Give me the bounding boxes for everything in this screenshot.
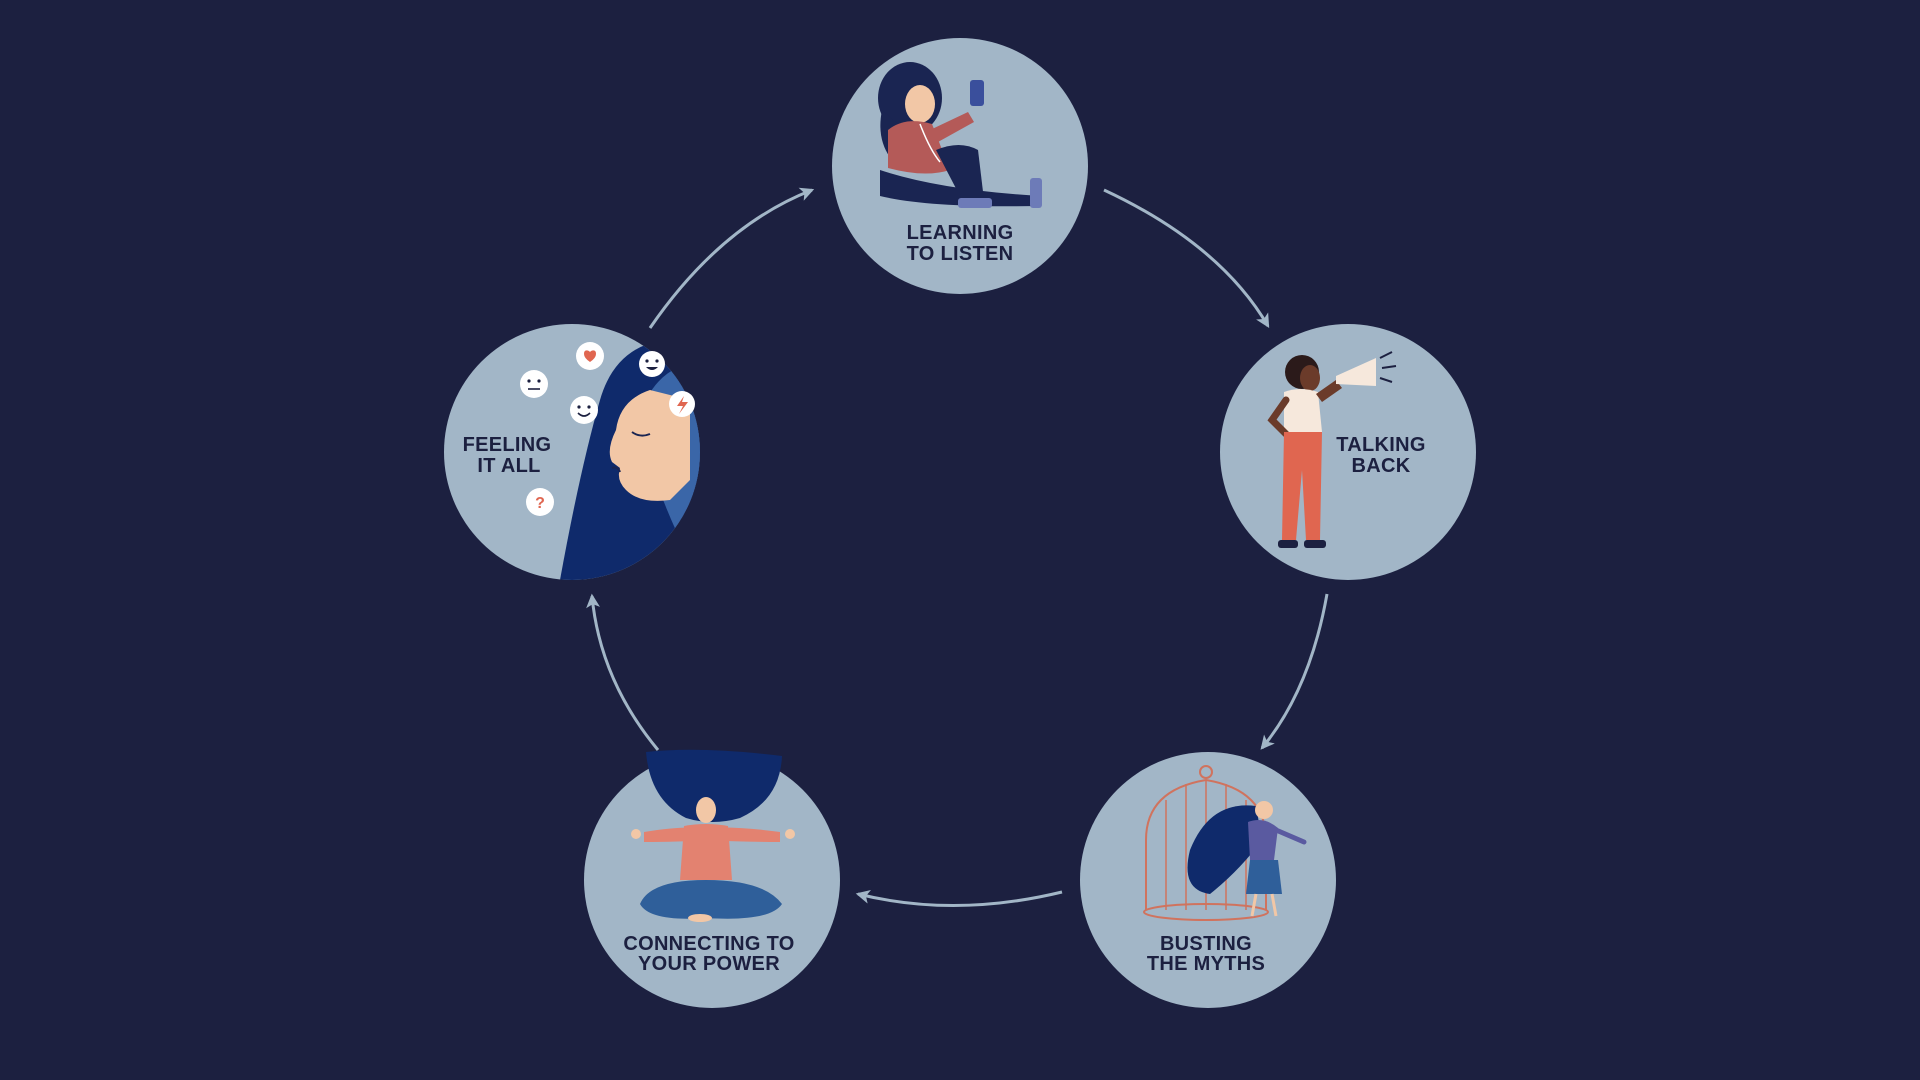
emotion-bubbles: ? <box>520 342 695 516</box>
node-label-line2: TO LISTEN <box>907 243 1014 265</box>
woman-meditating-icon <box>631 749 795 922</box>
node-connecting-to-your-power: CONNECTING TO YOUR POWER <box>584 749 840 1008</box>
woman-leaving-cage-icon <box>1143 765 1307 921</box>
node-label-line1: BUSTING <box>1160 933 1252 955</box>
node-label-line2: IT ALL <box>477 455 540 477</box>
smile-face-bubble-icon <box>570 396 598 424</box>
arrow-learning-to-talking <box>1103 188 1270 329</box>
node-feeling-it-all: ? FEELING IT ALL <box>444 324 700 580</box>
node-label-line1: LEARNING <box>907 222 1014 244</box>
neutral-face-bubble-icon <box>520 370 548 398</box>
grin-face-bubble-icon <box>639 351 665 377</box>
question-bubble-icon: ? <box>526 488 554 516</box>
arrow-busting-to-connecting <box>855 890 1063 908</box>
node-talking-back: TALKING BACK <box>1220 324 1476 580</box>
node-label-line1: TALKING <box>1336 434 1426 456</box>
cycle-arrows <box>586 187 1329 908</box>
arrow-feeling-to-learning <box>648 187 815 329</box>
woman-megaphone-icon <box>1267 351 1397 548</box>
arrow-connecting-to-feeling <box>586 593 660 751</box>
arrow-talking-to-busting <box>1260 593 1329 750</box>
lightning-bubble-icon <box>669 391 695 417</box>
node-learning-to-listen: LEARNING TO LISTEN <box>832 38 1088 294</box>
svg-text:?: ? <box>535 495 545 512</box>
heart-bubble-icon <box>576 342 604 370</box>
node-label-line2: THE MYTHS <box>1147 953 1265 975</box>
node-label-line2: BACK <box>1352 455 1411 477</box>
node-label-line2: YOUR POWER <box>638 953 780 975</box>
node-busting-the-myths: BUSTING THE MYTHS <box>1080 752 1336 1008</box>
node-label-line1: FEELING <box>463 434 552 456</box>
node-label-line1: CONNECTING TO <box>623 933 794 955</box>
woman-listening-phone-icon <box>878 62 1042 208</box>
